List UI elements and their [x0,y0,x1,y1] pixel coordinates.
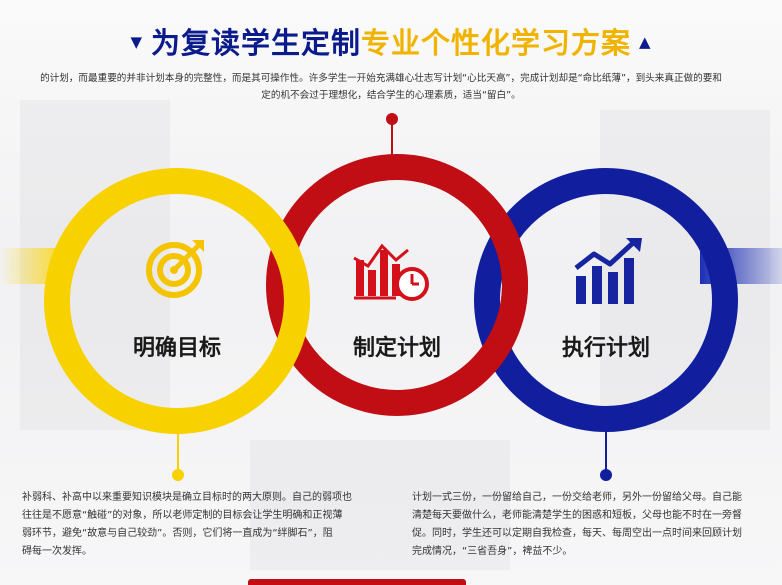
step-label-make-plan: 制定计划 [352,336,441,361]
yellow-connector-line [177,434,179,470]
growth-chart-icon [572,236,644,306]
execute-description-line: 完成情况，“三省吾身”，裨益不少。 [412,546,573,557]
red-connector-dot [386,113,398,125]
page-title: ▼ 为复读学生定制专业个性化学习方案 ▲ [0,20,782,64]
target-icon [146,236,208,298]
execute-description-line: 计划一式三份，一份留给自己，一份交给老师，另外一份留给父母。自己能 [412,492,742,503]
execute-description: 计划一式三份，一份留给自己，一份交给老师，另外一份留给父母。自己能 清楚每天要做… [412,489,772,561]
execute-description-line: 清楚每天要做什么，老师能清楚学生的困惑和短板，父母也能不时在一旁督 [412,510,742,521]
triangle-down-icon: ▼ [130,33,143,51]
goal-description-line: 往往是不愿意“触碰”的对象，所以老师定制的目标会让学生明确和正视薄 [22,510,343,521]
goal-description-line: 弱环节，避免“故意与自己较劲”。否则，它们将一直成为“绊脚石”，阻 [22,528,333,539]
background-panel [250,440,510,570]
step-label-execute-plan: 执行计划 [561,336,650,361]
yellow-connector-dot [172,469,184,481]
title-part-2: 专业个性化学习方案 [361,26,632,60]
execute-description-line: 促。同时，学生还可以定期自我检查，每天、每周空出一点时间来回顾计划 [412,528,742,539]
blue-connector-dot [600,469,612,481]
goal-description-line: 补弱科、补高中以来重要知识模块是确立目标时的两大原则。自己的弱项也 [22,492,352,503]
bar-chart-clock-icon [352,238,432,304]
intro-line: 的计划，而最重要的并非计划本身的完整性，而是其可操作性。许多学生一开始充满雄心壮… [40,73,722,84]
step-label-clear-goal: 明确目标 [132,336,221,361]
blue-connector-line [605,432,607,470]
intro-text: 的计划，而最重要的并非计划本身的完整性，而是其可操作性。许多学生一开始充满雄心壮… [0,70,782,104]
bottom-accent-bar [248,579,466,585]
goal-description-line: 碍每一次发挥。 [22,546,92,557]
triangle-up-icon: ▲ [639,33,652,51]
goal-description: 补弱科、补高中以来重要知识模块是确立目标时的两大原则。自己的弱项也 往往是不愿意… [22,489,382,561]
red-connector-line [391,124,393,158]
intro-line: 定的机不会过于理想化，结合学生的心理素质，适当“留白”。 [261,90,521,101]
title-part-1: 为复读学生定制 [150,26,361,60]
